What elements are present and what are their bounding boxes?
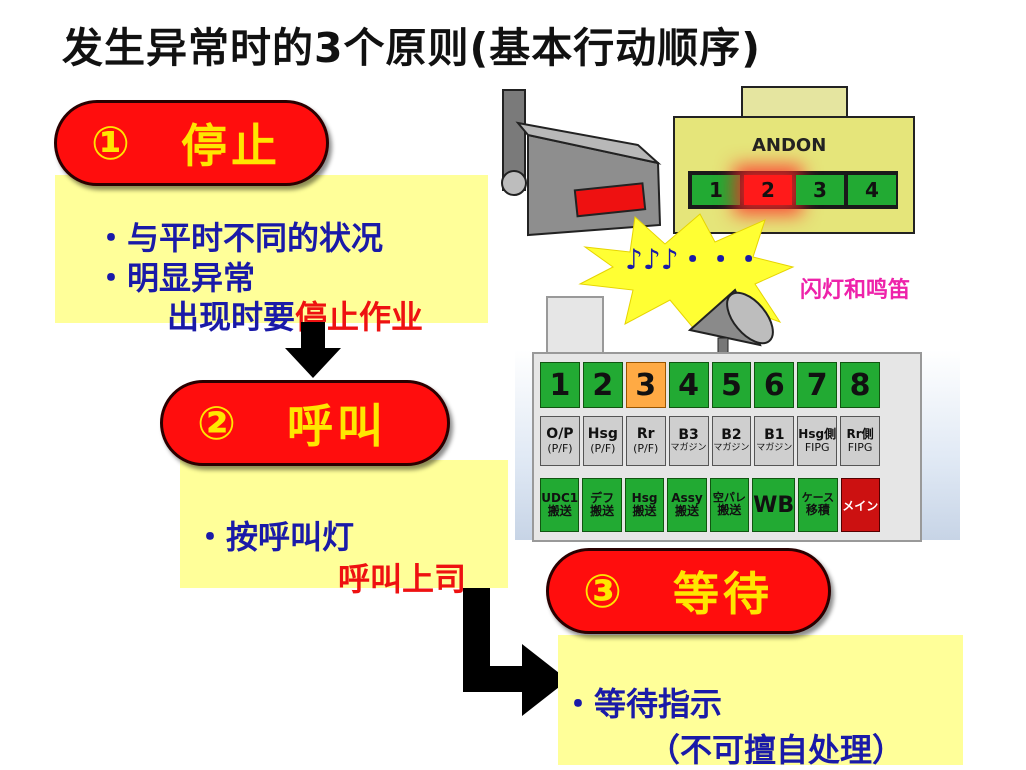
andon-lamps: 1 2 3 4 [692, 175, 896, 205]
step2-note: ・按呼叫灯 呼叫上司 [180, 460, 508, 598]
board-number: 1 [540, 362, 580, 408]
step1-label: 停止 [181, 119, 281, 173]
page-title: 发生异常时的3个原则(基本行动顺序) [62, 24, 762, 72]
board-number: 7 [797, 362, 838, 408]
board-cell: デフ搬送 [582, 478, 622, 532]
board-number: 5 [711, 362, 752, 408]
step2-number: ② [197, 396, 236, 450]
step2-red-line: 呼叫上司 [338, 560, 467, 598]
step3-paren: （不可擅自处理） [648, 731, 905, 769]
status-board: 1 2 3 4 5 6 7 8 O/P(P/F) Hsg(P/F) Rr(P/F… [532, 352, 922, 542]
andon-lamp-4: 4 [848, 175, 896, 205]
down-arrow-icon [285, 322, 341, 378]
step3-label: 等待 [673, 567, 773, 621]
board-number: 4 [668, 362, 709, 408]
board-cell: ケース移積 [798, 478, 838, 532]
board-cell: WB [752, 478, 796, 532]
step3-bullet: ・等待指示 [562, 685, 723, 723]
board-cell: Hsg(P/F) [582, 416, 623, 466]
board-number: 2 [582, 362, 623, 408]
step1-number: ① [91, 116, 130, 170]
board-number-highlight: 3 [625, 362, 666, 408]
step1-pill: ① 停止 [54, 100, 329, 186]
step2-label: 呼叫 [287, 399, 387, 453]
step1-tail-plain: 出现时要 [167, 298, 296, 336]
andon-lamp-3: 3 [796, 175, 844, 205]
andon-lamp-1: 1 [692, 175, 740, 205]
step1-note: ・与平时不同的状况 ・明显异常 出现时要停止作业 [55, 175, 488, 336]
andon-sign-label: ANDON [752, 135, 827, 156]
step3-number: ③ [583, 564, 622, 618]
board-cell: 空パレ搬送 [709, 478, 750, 532]
elbow-arrow-icon [463, 588, 568, 716]
flash-horn-caption: 闪灯和鸣笛 [800, 278, 911, 303]
music-notes: ♪♪♪・・・ [625, 243, 763, 276]
step3-note: ・等待指示 （不可擅自处理） [558, 635, 963, 769]
board-number-row: 1 2 3 4 5 6 7 8 [540, 362, 880, 408]
step1-line1: ・与平时不同的状况 [95, 219, 384, 257]
board-cell-alarm: メイン [840, 478, 880, 532]
board-cell: Rr(P/F) [625, 416, 666, 466]
board-cell: O/P(P/F) [540, 416, 580, 466]
step3-pill: ③ 等待 [546, 548, 831, 634]
board-number: 8 [840, 362, 880, 408]
camera-illustration [501, 89, 662, 237]
andon-panel: ANDON 1 2 3 4 [672, 85, 916, 235]
andon-lamp-2: 2 [744, 175, 792, 205]
step2-bullet: ・按呼叫灯 [194, 518, 355, 556]
step1-line2: ・明显异常 [95, 259, 256, 297]
board-number: 6 [754, 362, 795, 408]
step2-pill: ② 呼叫 [160, 380, 450, 466]
